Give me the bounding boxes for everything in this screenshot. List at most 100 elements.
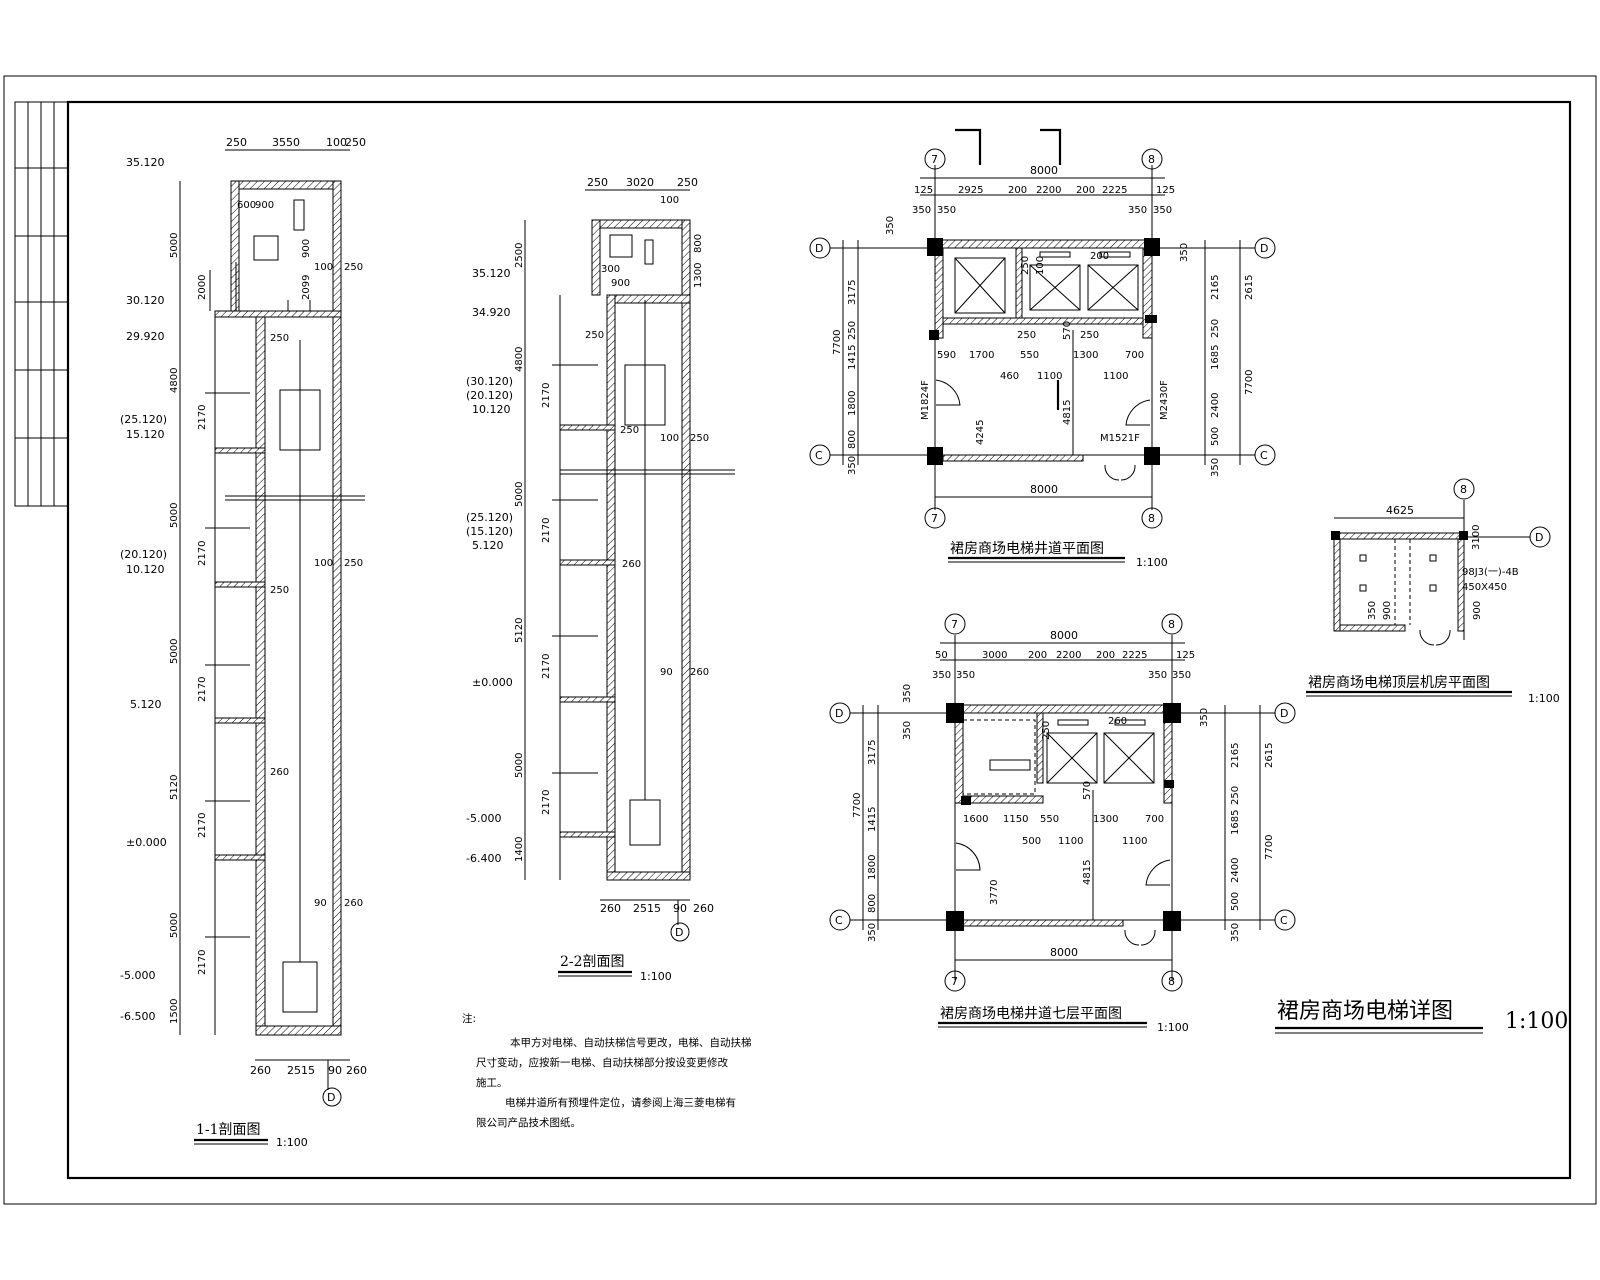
s22-level-10: -5.000 bbox=[466, 812, 501, 825]
s22-left-dim-6: 5120 bbox=[514, 618, 525, 643]
pf7-top-5: 2200 bbox=[1056, 650, 1081, 661]
roof-axis-8 bbox=[1453, 478, 1475, 500]
ps-left-1: 350 bbox=[885, 216, 896, 235]
roof-dim-3: 900 bbox=[1382, 601, 1393, 620]
ps-inner-5: 1700 bbox=[969, 350, 994, 361]
s22-left-dim-3: 2170 bbox=[541, 383, 552, 408]
s11-bottom-dim-4: 260 bbox=[346, 1064, 367, 1077]
s11-bottom-dim-1: 260 bbox=[250, 1064, 271, 1077]
s22-level-3: (30.120) bbox=[466, 375, 513, 388]
pf7-inner-13: 570 bbox=[1082, 781, 1093, 800]
outer-frame bbox=[3, 75, 1597, 1205]
pf7-inner-1: 250 bbox=[1041, 721, 1052, 740]
pf7-right-3: 2615 bbox=[1264, 743, 1275, 768]
ps-inner-13: 4815 bbox=[1062, 400, 1073, 425]
s22-left-dim-9: 2170 bbox=[541, 790, 552, 815]
roof-dim-5: 900 bbox=[1472, 601, 1483, 620]
s22-top-dim-1: 250 bbox=[587, 176, 608, 189]
s11-level-6: (20.120) bbox=[120, 548, 167, 561]
s22-level-6: (25.120) bbox=[466, 511, 513, 524]
s22-level-8: 5.120 bbox=[472, 539, 504, 552]
s11-level-4: (25.120) bbox=[120, 413, 167, 426]
pf7-axis-8-top bbox=[1161, 613, 1183, 635]
s11-inner-11: 260 bbox=[270, 767, 289, 778]
pf7-top-2: 50 bbox=[935, 650, 948, 661]
ps-top-7: 2225 bbox=[1102, 185, 1127, 196]
roof-dim-2: 3100 bbox=[1471, 525, 1482, 550]
s22-inner-3: 800 bbox=[693, 234, 704, 253]
plan-shaft-axis-7-top bbox=[924, 148, 946, 170]
pf7-axis-c-left-label: C bbox=[835, 914, 843, 927]
pf7-top-12: 350 bbox=[1172, 670, 1191, 681]
ps-top-9: 350 bbox=[912, 205, 931, 216]
ps-right-3: 2615 bbox=[1244, 275, 1255, 300]
s11-inner-3: 900 bbox=[301, 239, 312, 258]
pf7-top-11: 350 bbox=[1148, 670, 1167, 681]
s22-bottom-dim-4: 260 bbox=[693, 902, 714, 915]
ps-inner-11: 1100 bbox=[1103, 371, 1128, 382]
s11-inner-8: 100 bbox=[314, 558, 333, 569]
s11-inner-2: 900 bbox=[255, 200, 274, 211]
roof-title: 裙房商场电梯顶层机房平面图 bbox=[1308, 675, 1490, 691]
sheet-scale: 1:100 bbox=[1505, 1009, 1568, 1034]
ps-inner-1: 250 bbox=[1020, 256, 1031, 275]
pf7-axis-c-right bbox=[1274, 909, 1296, 931]
s22-bottom-dim-2: 2515 bbox=[633, 902, 661, 915]
ps-left-7: 350 bbox=[847, 456, 858, 475]
s11-inner-9: 250 bbox=[344, 558, 363, 569]
ps-bottom-dim: 8000 bbox=[1030, 483, 1058, 496]
s22-left-dim-8: 5000 bbox=[514, 753, 525, 778]
pf7-right-7: 7700 bbox=[1264, 835, 1275, 860]
ps-door-tag-1: M1824F bbox=[920, 380, 931, 420]
ps-inner-6: 550 bbox=[1020, 350, 1039, 361]
pf7-right-1: 350 bbox=[1199, 708, 1210, 727]
s11-bottom-dim-3: 90 bbox=[328, 1064, 342, 1077]
pf7-inner-8: 500 bbox=[1022, 836, 1041, 847]
s22-inner-8: 250 bbox=[690, 433, 709, 444]
pf7-inner-11: 4815 bbox=[1082, 860, 1093, 885]
pf7-axis-d-right bbox=[1274, 702, 1296, 724]
s22-axis-label: D bbox=[675, 926, 683, 939]
ps-top-12: 350 bbox=[1153, 205, 1172, 216]
plan-shaft-axis-7-top-label: 7 bbox=[931, 153, 938, 166]
pf7-left-3: 3175 bbox=[867, 740, 878, 765]
s11-left-dim-8: 2170 bbox=[197, 677, 208, 702]
notes-block: 注: 本甲方对电梯、自动扶梯信号更改，电梯、自动扶梯 尺寸变动，应按新一电梯、自… bbox=[462, 1012, 752, 1129]
s22-inner-2: 900 bbox=[611, 278, 630, 289]
inner-frame bbox=[66, 100, 1572, 1180]
ps-top-10: 350 bbox=[937, 205, 956, 216]
ps-inner-9: 460 bbox=[1000, 371, 1019, 382]
pf7-inner-7: 700 bbox=[1145, 814, 1164, 825]
pf7-axis-c-left bbox=[829, 909, 851, 931]
pf7-left-5: 1415 bbox=[867, 807, 878, 832]
s22-inner-1: 300 bbox=[601, 264, 620, 275]
pf7-axis-7-bottom bbox=[944, 970, 966, 992]
s11-axis-label: D bbox=[327, 1091, 335, 1104]
pf7-scale: 1:100 bbox=[1157, 1021, 1189, 1034]
s11-left-dim-13: 1500 bbox=[169, 999, 180, 1024]
s11-inner-1: 600 bbox=[237, 200, 256, 211]
plan-shaft-axis-8-bottom bbox=[1141, 507, 1163, 529]
s11-left-dim-12: 2170 bbox=[197, 950, 208, 975]
ps-right-2: 2165 bbox=[1210, 275, 1221, 300]
ps-scale: 1:100 bbox=[1136, 556, 1168, 569]
notes-line-1: 本甲方对电梯、自动扶梯信号更改，电梯、自动扶梯 bbox=[510, 1036, 752, 1049]
pf7-left-6: 1800 bbox=[867, 855, 878, 880]
s22-scale: 1:100 bbox=[640, 970, 672, 983]
pf7-top-6: 200 bbox=[1096, 650, 1115, 661]
ps-top-11: 350 bbox=[1128, 205, 1147, 216]
notes-heading: 注: bbox=[462, 1012, 476, 1025]
ps-title: 裙房商场电梯井道平面图 bbox=[950, 541, 1104, 557]
plan-shaft-axis-8-bottom-label: 8 bbox=[1148, 512, 1155, 525]
s11-inner-5: 100 bbox=[314, 262, 333, 273]
s22-level-4: (20.120) bbox=[466, 389, 513, 402]
pf7-right-2: 2165 bbox=[1230, 743, 1241, 768]
s11-left-dim-1: 5000 bbox=[169, 233, 180, 258]
s22-top-dim-2: 3020 bbox=[626, 176, 654, 189]
plan-roof: 8 D 4625 3100 900 350 900 98J3(一)-4B 450… bbox=[1306, 478, 1560, 705]
plan-shaft-axis-d-left bbox=[809, 237, 831, 259]
pf7-top-8: 125 bbox=[1176, 650, 1195, 661]
roof-dim-4: 350 bbox=[1367, 601, 1378, 620]
s22-level-9: ±0.000 bbox=[472, 676, 513, 689]
plan-shaft-axis-d-left-label: D bbox=[815, 242, 823, 255]
